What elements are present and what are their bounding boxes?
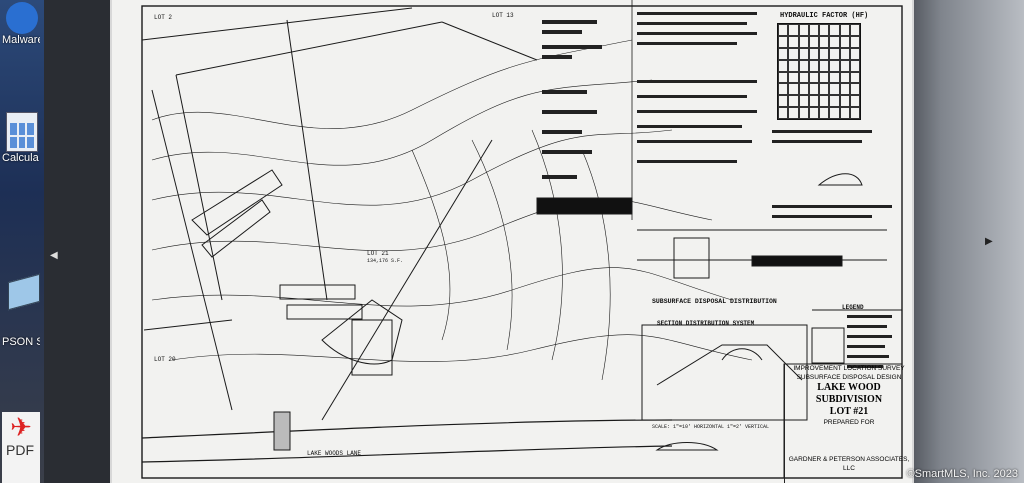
lot-area: 134,176 S.F. — [367, 258, 404, 264]
scale-note: SCALE: 1"=10' HORIZONTAL 1"=2' VERTICAL — [652, 424, 770, 430]
pdf-icon: ✈ — [10, 412, 32, 442]
title-block-firm: GARDNER & PETERSON ASSOCIATES, LLC — [788, 456, 910, 472]
calculator-icon — [6, 112, 38, 152]
title-block-line: PREPARED FOR — [823, 419, 875, 426]
title-block-lot: LOT #21 — [829, 406, 869, 417]
road-label: LAKE WOODS LANE — [307, 450, 362, 457]
watermark: ©SmartMLS, Inc. 2023 — [906, 468, 1018, 480]
scanner-icon — [8, 273, 40, 311]
malwarebytes-icon — [6, 2, 38, 34]
lot-label: LOT 20 — [154, 356, 176, 363]
photo-viewer-right-panel: ▶ — [905, 0, 1024, 483]
survey-plan-sheet: LOT 2 LOT 13 LOT 21 134,176 S.F. LOT 20 … — [110, 0, 914, 483]
desktop-icon-label: PDF — [6, 442, 34, 458]
lot-label: LOT 21 — [367, 250, 389, 257]
hydraulic-factor-title: HYDRAULIC FACTOR (HF) — [780, 12, 869, 20]
desktop-icon-label: Calcula — [2, 152, 39, 164]
site-plan-drawing — [141, 0, 903, 479]
desktop-icon-label: PSON S — [2, 336, 40, 348]
previous-arrow-icon[interactable]: ◀ — [50, 250, 58, 261]
lot-label: LOT 2 — [154, 14, 173, 21]
epson-scan-shortcut[interactable]: PSON S — [2, 273, 40, 348]
desktop-icon-label: Malware — [2, 34, 40, 46]
section-title: SECTION DISTRIBUTION SYSTEM — [657, 320, 755, 327]
title-block: IMPROVEMENT LOCATION SURVEY SUBSURFACE D… — [784, 364, 912, 483]
pdf-shortcut[interactable]: ✈ PDF — [2, 412, 40, 483]
next-arrow-icon[interactable]: ▶ — [985, 236, 993, 247]
title-block-project: LAKE WOOD SUBDIVISION — [815, 382, 883, 405]
desktop-strip: Malware Calcula PSON S ✈ PDF — [0, 0, 44, 483]
hydraulic-factor-table — [777, 23, 861, 120]
malwarebytes-shortcut[interactable]: Malware — [2, 0, 40, 46]
lot-label: LOT 13 — [492, 12, 514, 19]
title-block-line: SUBSURFACE DISPOSAL DESIGN — [796, 374, 902, 381]
distribution-title: SUBSURFACE DISPOSAL DISTRIBUTION — [652, 298, 777, 305]
calculator-shortcut[interactable]: Calcula — [2, 112, 40, 164]
title-block-line: IMPROVEMENT LOCATION SURVEY — [793, 365, 905, 372]
legend-title: LEGEND — [842, 304, 864, 311]
